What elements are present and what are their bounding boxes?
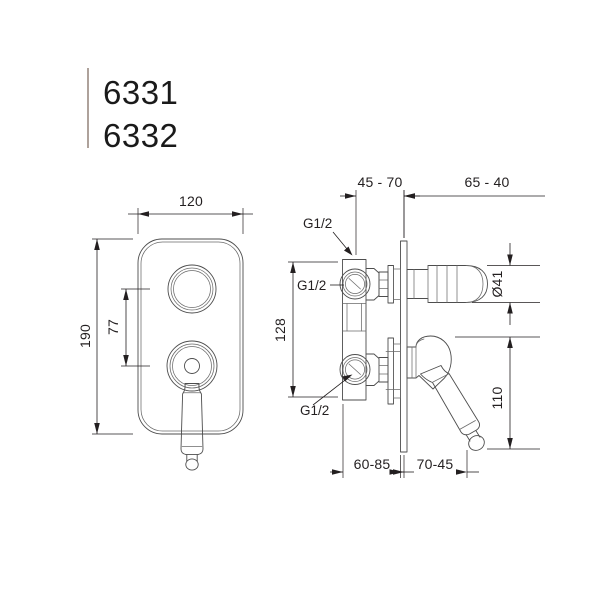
- side-dim-110: 110: [455, 336, 540, 450]
- lower-inlet-mid-circle: [342, 357, 368, 382]
- upper-cartridge-stack: [378, 265, 401, 304]
- upper-diverter-outer-ring: [167, 264, 217, 314]
- lower-flange-spacer: [393, 343, 401, 399]
- front-dim-120: 120: [128, 193, 253, 234]
- front-dim-120-text: 120: [179, 193, 203, 209]
- lower-cartridge-collar: [378, 357, 389, 383]
- lower-lever-ball-finial: [468, 435, 485, 451]
- side-dim-65-40-text: 65 - 40: [465, 174, 510, 190]
- lower-control-outer-ring: [166, 340, 218, 392]
- lower-control-inner-ring: [172, 346, 212, 386]
- upper-knob-group: [406, 265, 488, 303]
- side-label-g12-lower-side-text: G1/2: [300, 403, 329, 418]
- side-label-g12-top-text: G1/2: [303, 216, 332, 231]
- front-lever-stem: [186, 454, 198, 462]
- lower-inlet-inner-circle: [345, 359, 365, 380]
- side-dim-45-70: 45 - 70: [340, 174, 420, 255]
- lower-lever-dome-inner: [415, 338, 425, 348]
- upper-knob-dome-inner: [465, 265, 484, 303]
- upper-inlet-inner-circle: [345, 274, 365, 294]
- lower-lever-arm: [420, 365, 480, 436]
- front-dim-77: 77: [105, 288, 150, 367]
- lower-lever-arm-shoulder-line: [432, 373, 449, 383]
- side-dim-110-text: 110: [489, 387, 505, 410]
- lower-inlet-outer-circle: [339, 354, 371, 385]
- valve-body-block: [342, 259, 367, 401]
- lower-lever-arm-end-line: [459, 420, 476, 430]
- front-dim-77-text: 77: [105, 319, 121, 335]
- lower-inlet-boss: [339, 353, 380, 386]
- lower-control-hub: [184, 358, 200, 374]
- upper-inlet-outer-circle: [339, 268, 371, 300]
- side-dim-128-text: 128: [272, 318, 288, 342]
- front-lever-ball-finial: [185, 458, 199, 471]
- side-dim-70-45-text: 70-45: [417, 456, 454, 472]
- lower-lever-dome: [406, 335, 452, 390]
- upper-inlet-thread-hatch: [348, 278, 361, 290]
- side-view-group: 45 - 70 65 - 40 128: [272, 174, 545, 478]
- front-plate-outline: [137, 238, 244, 435]
- upper-cartridge-collar: [378, 271, 389, 297]
- side-wall-plate: [400, 240, 408, 453]
- upper-inlet-boss-body: [365, 268, 380, 301]
- front-view-group: 120 190 77: [77, 193, 253, 471]
- front-dim-190: 190: [77, 238, 133, 435]
- model-number-primary: 6331: [103, 74, 178, 111]
- upper-diverter-mid-ring: [170, 267, 214, 311]
- lower-inlet-thread-hatch: [348, 363, 361, 375]
- side-dim-70-45: 70-45: [392, 450, 479, 478]
- side-dim-45-70-text: 45 - 70: [358, 174, 403, 190]
- side-dim-65-40: 65 - 40: [403, 174, 545, 238]
- lower-flange-ring: [387, 337, 394, 405]
- front-dim-190-text: 190: [77, 324, 93, 348]
- lower-cartridge-stack: [378, 337, 401, 405]
- front-lever-handle: [180, 383, 204, 456]
- lower-lever-group: [406, 335, 485, 451]
- side-dim-60-85: 60-85: [330, 404, 414, 478]
- side-dim-diameter-41: Ø41: [472, 243, 540, 325]
- upper-inlet-mid-circle: [342, 271, 368, 297]
- lower-inlet-boss-body: [365, 353, 380, 386]
- side-label-g12-upper-side-text: G1/2: [297, 278, 326, 293]
- upper-diverter-inner-ring: [173, 270, 211, 308]
- side-dim-128: 128: [272, 261, 338, 398]
- upper-flange-ring: [387, 265, 394, 304]
- upper-inlet-boss: [339, 268, 380, 301]
- upper-flange-spacer: [393, 268, 401, 300]
- front-plate-inner-edge: [140, 241, 241, 432]
- side-label-g12-top: G1/2: [303, 216, 353, 256]
- lower-control-mid-ring: [169, 343, 215, 389]
- side-label-g12-upper-side: G1/2: [297, 278, 344, 293]
- model-number-secondary: 6332: [103, 117, 178, 154]
- side-dim-diameter-41-text: Ø41: [489, 270, 505, 297]
- side-dim-60-85-text: 60-85: [354, 456, 391, 472]
- side-label-g12-lower-side: G1/2: [300, 374, 353, 418]
